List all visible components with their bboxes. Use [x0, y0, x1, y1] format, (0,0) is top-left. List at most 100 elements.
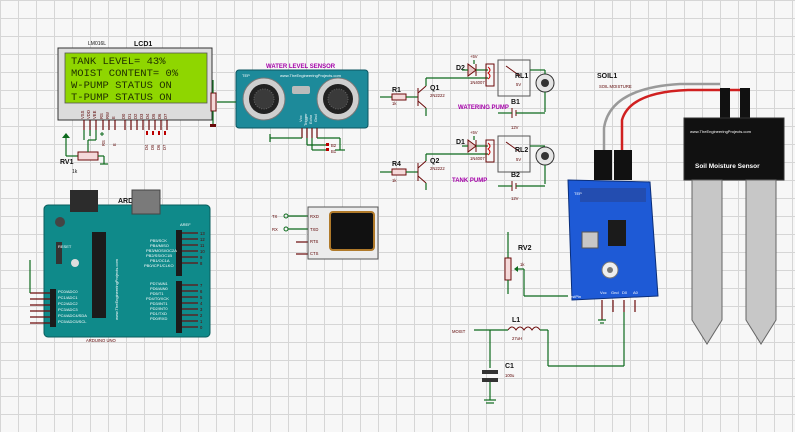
r1-value: 1k	[392, 101, 397, 106]
svg-text:PD7/AIN1: PD7/AIN1	[150, 281, 169, 286]
lcd-pin-d2: D2	[133, 113, 138, 119]
svg-text:3: 3	[200, 307, 203, 312]
svg-text:PB0/ICP1/CLKO: PB0/ICP1/CLKO	[144, 263, 174, 268]
arduino-name: ARDUINO UNO	[86, 338, 117, 343]
rv1-pot[interactable]: RV1 1k	[60, 130, 108, 175]
svg-text:RTS: RTS	[310, 239, 319, 244]
svg-text:6: 6	[200, 289, 203, 294]
svg-text:Vcc: Vcc	[600, 290, 607, 295]
svg-text:D7: D7	[162, 144, 167, 150]
d1-ref: D1	[456, 139, 465, 146]
svg-text:TXD: TXD	[310, 227, 318, 232]
svg-text:RS: RS	[101, 140, 106, 146]
lcd-pin-e: E	[111, 116, 116, 119]
svg-text:Gnd: Gnd	[611, 290, 619, 295]
svg-text:PD2/INT0: PD2/INT0	[150, 306, 168, 311]
svg-text:7: 7	[200, 283, 203, 288]
virtual-terminal[interactable]: TX RX RXD TXD RTS CTS	[272, 206, 379, 260]
lcd-line-4: T-PUMP STATUS ON	[71, 92, 172, 104]
water-sensor-title: WATER LEVEL SENSOR	[266, 64, 336, 70]
sensor-pin-echo: Echo	[308, 114, 313, 124]
r4-ref: R4	[392, 161, 401, 168]
water-level-sensor[interactable]: WATER LEVEL SENSOR TEP www.TheEngineerin…	[235, 64, 369, 129]
q2-ref: Q2	[430, 158, 439, 165]
probe-label: Soil Moisture Sensor	[695, 163, 760, 170]
lcd-pin-d1: D1	[127, 113, 132, 119]
l1-inductor[interactable]: L1 27uH	[474, 312, 625, 367]
svg-text:CTS: CTS	[310, 251, 319, 256]
c1-capacitor[interactable]: C1 100u	[482, 330, 515, 404]
arduino-pin-labels: PB5/SCK PB4/MISO PB3/MOSI/OC2A PB2/SS/OC…	[58, 222, 191, 324]
q1-model: 2N2222	[430, 93, 445, 98]
lcd-line-3: W-PUMP STATUS ON	[71, 80, 172, 92]
lcd-pin-d0: D0	[121, 113, 126, 119]
probe-prong-right	[745, 179, 777, 345]
watering-pump-circuit[interactable]: R1 1k Q1 2N2222 D2 1N4007 +5V RL1 5V WAT…	[380, 54, 555, 130]
svg-text:10: 10	[200, 249, 205, 254]
lcd-pin-vdd: VDD	[86, 110, 91, 119]
arduino-right-numbers: 13 12 11 10 9 8 7 6 5 4 3 2 1 0	[200, 231, 205, 330]
l1-value: 27uH	[512, 336, 522, 341]
arduino-board	[43, 204, 211, 338]
r1-ref: R1	[392, 87, 401, 94]
b2-value: 12V	[511, 196, 519, 201]
d2-model: 1N4007	[470, 80, 485, 85]
lcd-ref: LCD1	[134, 41, 152, 48]
svg-text:D0: D0	[622, 290, 628, 295]
svg-text:PB4/MISO: PB4/MISO	[150, 243, 169, 248]
svg-text:PC5/ADC5/SCL: PC5/ADC5/SCL	[58, 319, 87, 324]
b1-ref: B1	[511, 99, 520, 106]
svg-text:PD0/RXD: PD0/RXD	[150, 316, 167, 321]
svg-text:2: 2	[200, 313, 203, 318]
svg-text:8: 8	[200, 261, 203, 266]
arduino-header-right	[176, 230, 182, 333]
q2-vcc: +5V	[470, 130, 478, 135]
lcd-module[interactable]: LM016L LCD1 TANK LEVEL= 43% MOIST CONTEN…	[57, 41, 213, 130]
soil-testpin: TestPin	[568, 294, 581, 299]
tank-pump-circuit[interactable]: R4 1k Q2 2N2222 D1 1N4007 +5V RL2 5V TAN…	[380, 130, 555, 201]
svg-text:E: E	[112, 143, 117, 146]
svg-text:5: 5	[200, 295, 203, 300]
soil-probe[interactable]: www.TheEngineeringProjects.com Soil Mois…	[683, 88, 785, 345]
probe-connector-left	[594, 150, 612, 180]
svg-text:4: 4	[200, 301, 203, 306]
svg-text:PB1/OC1A: PB1/OC1A	[150, 258, 170, 263]
svg-text:13: 13	[200, 231, 205, 236]
soil-moisture-module[interactable]: SOIL1 SOIL MOISTURE TEP TestPin Vcc Gnd …	[567, 73, 740, 324]
c1-value: 100u	[505, 373, 515, 378]
d2-ref: D2	[456, 65, 465, 72]
rl1-value: 5V	[516, 82, 521, 87]
svg-text:RESET: RESET	[58, 244, 72, 249]
moist-net-label: MOIST	[452, 329, 466, 334]
lcd-pin-rw: RW	[105, 112, 110, 119]
soil-brand: TEP	[574, 191, 582, 196]
rv2-value: 1k	[520, 262, 525, 267]
svg-text:11: 11	[200, 243, 205, 248]
rv2-ref: RV2	[518, 245, 532, 252]
svg-text:PB3/MOSI/OC2A: PB3/MOSI/OC2A	[146, 248, 177, 253]
probe-prong-left	[691, 179, 723, 345]
mcu-chip	[92, 232, 106, 318]
svg-text:D6: D6	[156, 144, 161, 150]
svg-text:1: 1	[200, 319, 203, 324]
svg-text:PC4/ADC4/SDA: PC4/ADC4/SDA	[58, 313, 87, 318]
d1-model: 1N4007	[470, 156, 485, 161]
rl1-ref: RL1	[515, 73, 528, 80]
b1-value: 12V	[511, 125, 519, 130]
svg-text:PD3/INT1: PD3/INT1	[150, 301, 168, 306]
svg-text:12: 12	[200, 237, 205, 242]
arduino-header-left	[50, 289, 56, 327]
probe-head	[683, 117, 785, 181]
svg-text:PC1/ADC1: PC1/ADC1	[58, 295, 78, 300]
rl2-ref: RL2	[515, 147, 528, 154]
sensor-net-b1: B1	[331, 149, 337, 154]
svg-text:PD6/AIN0: PD6/AIN0	[150, 286, 169, 291]
q1-vcc: +5V	[470, 54, 478, 59]
terminal-net-tx: TX	[272, 214, 278, 219]
arduino-ref: ARD1	[118, 198, 137, 205]
rv2-pot[interactable]: RV2 1k	[504, 232, 568, 297]
arduino-right-pins	[29, 232, 198, 328]
soil-value: SOIL MOISTURE	[599, 84, 632, 89]
arduino-uno[interactable]: ARD1 www.TheEngineeringProjects.com ARDU…	[43, 189, 211, 343]
